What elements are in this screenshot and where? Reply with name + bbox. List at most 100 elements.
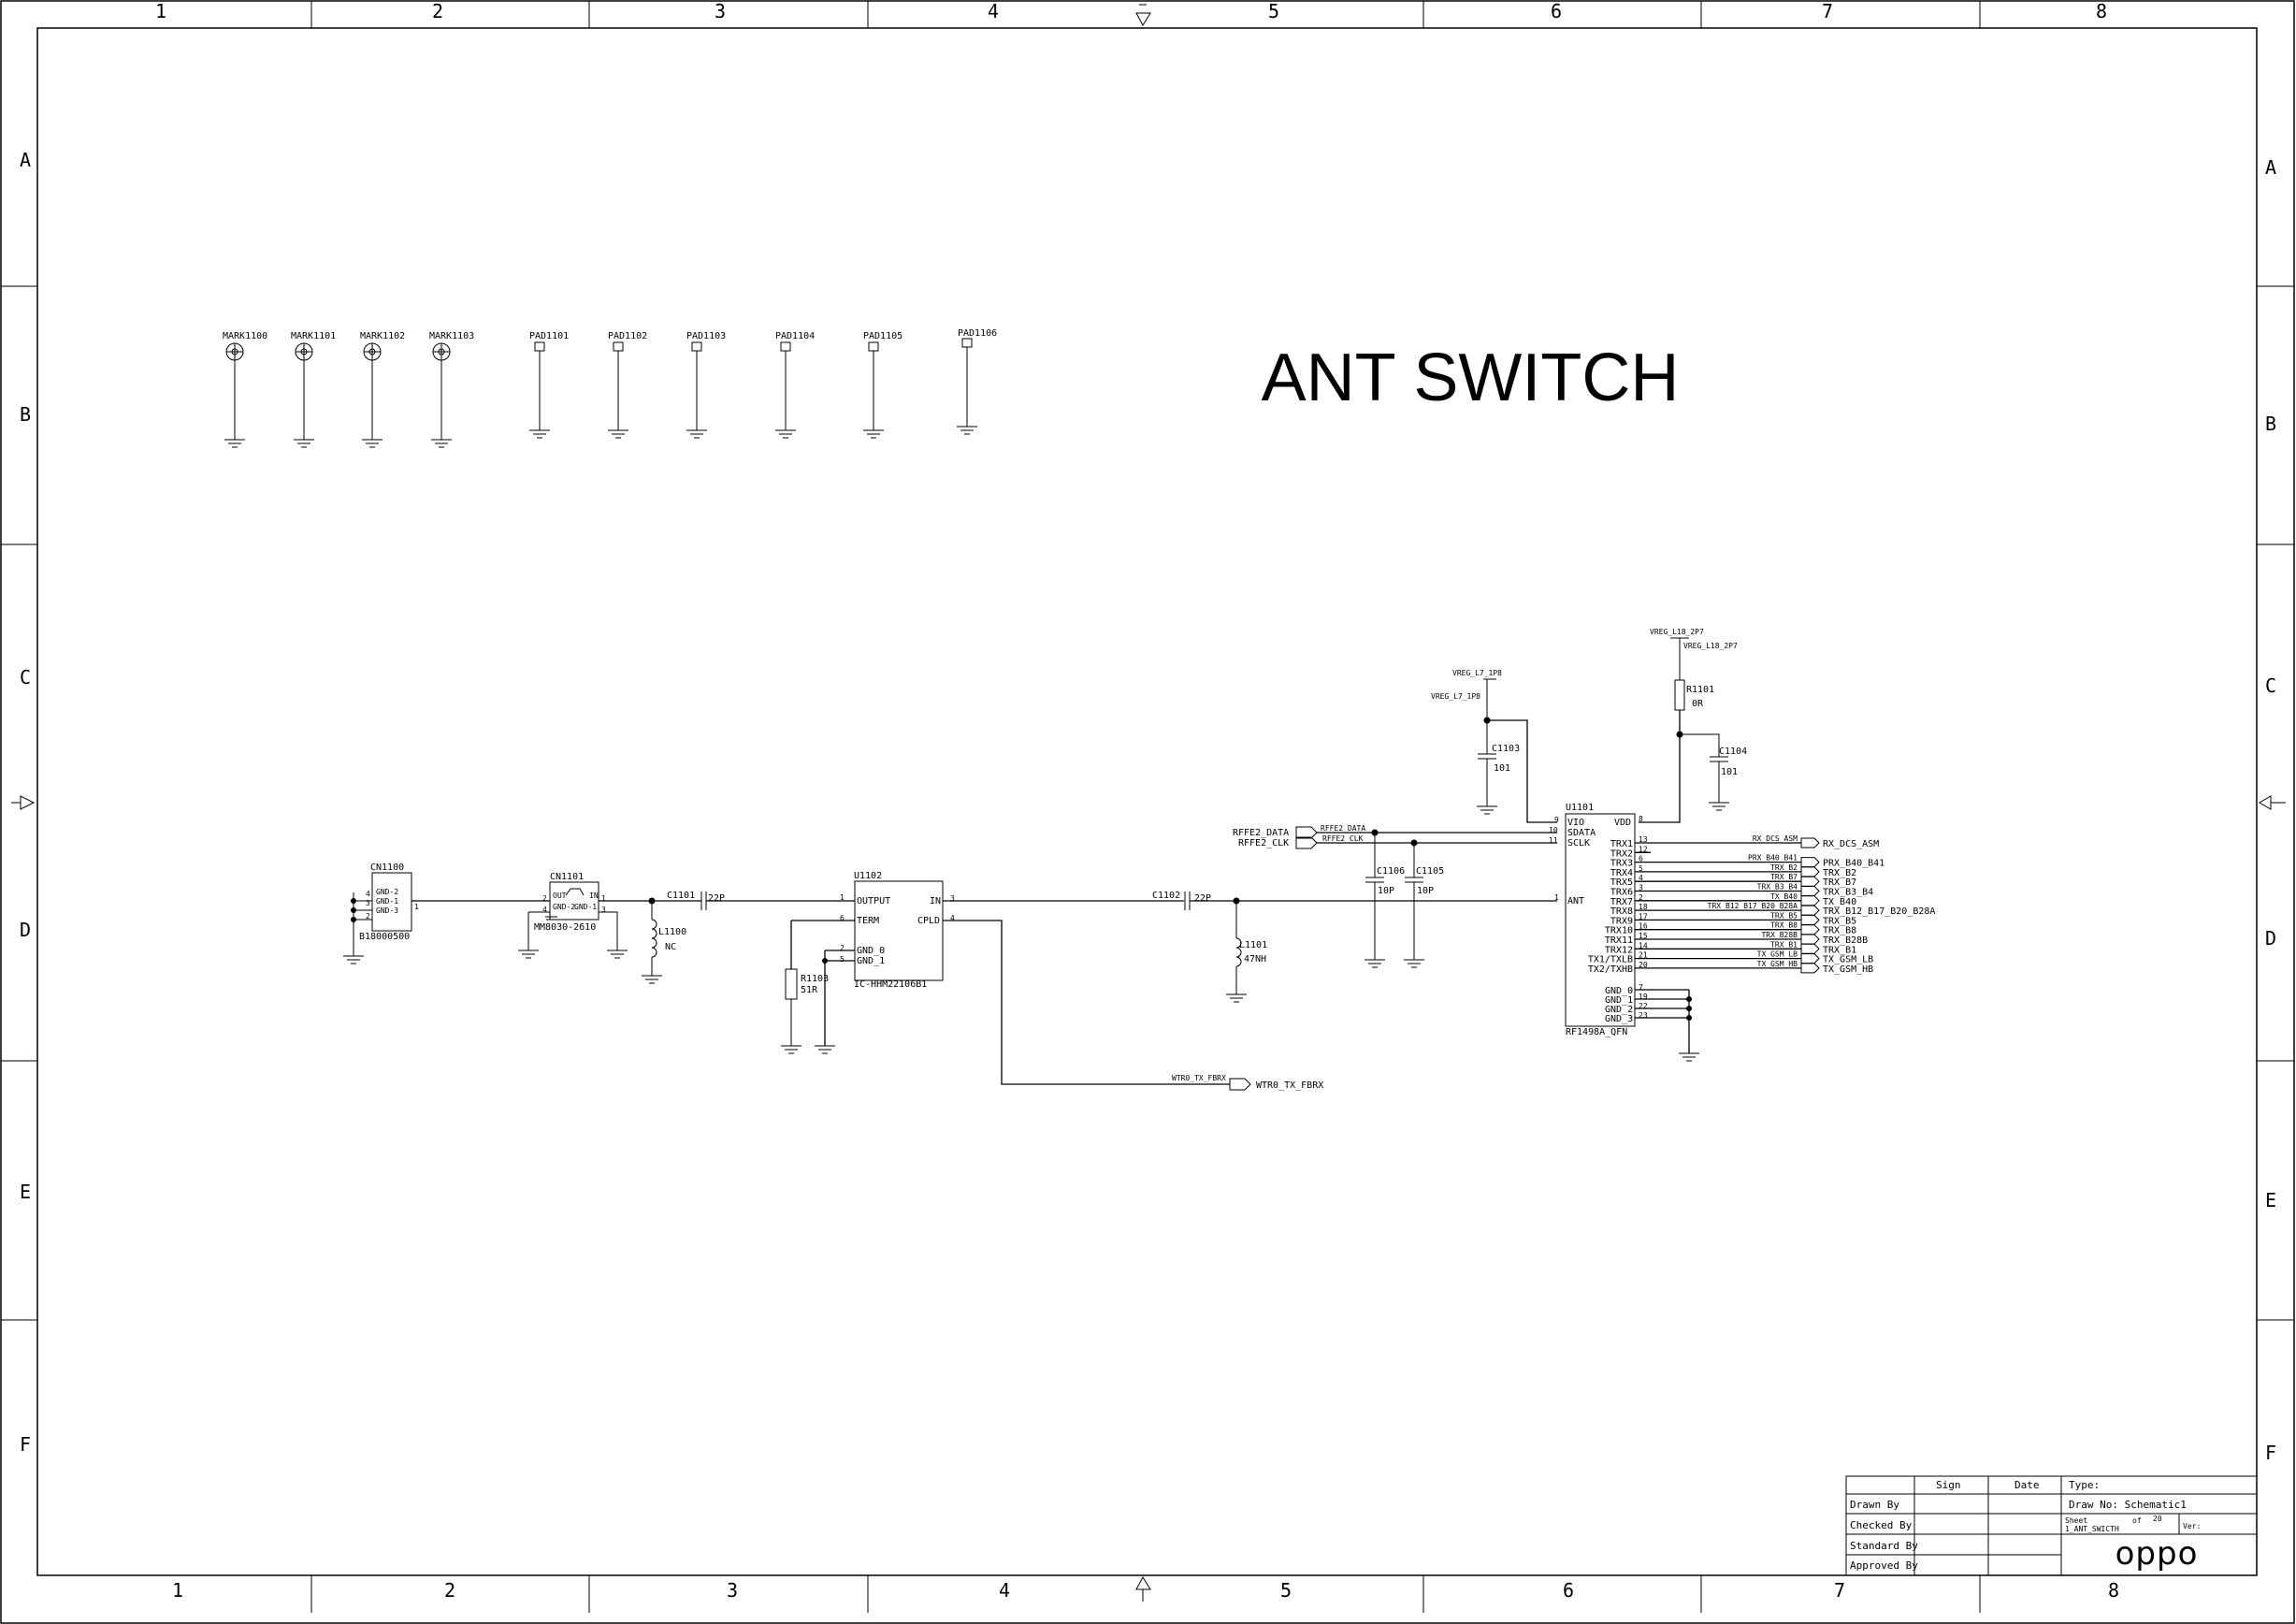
svg-text:4: 4 [950,914,955,922]
port-symbol [1800,953,1820,964]
trx-port-label: TX_B40 [1823,897,1856,907]
zone-row-left: F [20,1433,31,1456]
u1101-pin-number: 12 [1639,845,1648,853]
u1101-pin-name: TRX12 [1605,945,1633,955]
svg-text:VDD: VDD [1614,818,1631,828]
fiducial-mark: MARK1101 [291,331,336,448]
trx-port-label: TRX_B3_B4 [1823,888,1873,898]
zone-row-left: D [20,919,31,941]
svg-text:VIO: VIO [1567,818,1584,828]
trx-port-label: TRX_B28B [1823,935,1868,946]
port-symbol [1800,876,1820,887]
trx-port-label: TX_GSM_HB [1823,964,1873,975]
svg-text:101: 101 [1721,767,1738,777]
trx-port-label: TRX_B2 [1823,868,1856,878]
svg-text:PAD1102: PAD1102 [608,331,647,341]
port-symbol [1800,886,1820,896]
svg-text:5: 5 [840,955,845,964]
u1101-pin-name: TRX1 [1610,839,1633,849]
svg-text:CN1101: CN1101 [550,872,584,882]
svg-text:MM8030-2610: MM8030-2610 [534,922,596,933]
u1101-pin-number: 18 [1639,903,1648,911]
svg-text:Standard By: Standard By [1850,1540,1918,1552]
trx-net-label: PRX_B40_B41 [1748,854,1798,863]
port-symbol [1800,837,1820,848]
port-symbol [1800,895,1820,906]
svg-text:Checked By: Checked By [1850,1519,1913,1531]
svg-text:GND-3: GND-3 [376,906,398,915]
svg-text:of: of [2132,1516,2142,1525]
port-wtr0-tx-fbrx: WTR0_TX_FBRX WTR0_TX_FBRX [1172,1074,1323,1091]
zone-row-right: C [2265,674,2276,697]
u1101-pin-name: TRX6 [1610,888,1633,898]
trx-net-label: TRX_B2 [1770,863,1798,872]
u1101-pin-number: 2 [1639,893,1643,902]
svg-text:GND-1: GND-1 [574,903,597,911]
svg-text:PAD1104: PAD1104 [775,331,815,341]
svg-text:4: 4 [366,890,370,898]
zone-col-top: 6 [1551,0,1562,22]
port-symbol [1800,857,1820,868]
svg-text:2: 2 [366,912,370,921]
svg-text:U1101: U1101 [1566,803,1594,813]
zone-labels-left: A B C D E F [20,149,31,1456]
svg-text:RFFE2_CLK: RFFE2_CLK [1238,838,1289,848]
svg-text:GND-1: GND-1 [376,897,398,906]
svg-text:C1101: C1101 [667,891,695,901]
page-title: ANT SWITCH [1262,341,1680,415]
port-symbol [1800,924,1820,935]
inductor-l1100: L1100 NC [642,901,686,984]
trx-port-label: TRX_B8 [1823,926,1856,936]
svg-text:MARK1101: MARK1101 [291,331,336,341]
svg-text:PAD1101: PAD1101 [529,331,569,341]
u1101-pin-name: TRX2 [1610,848,1633,859]
svg-text:Type:: Type: [2069,1479,2100,1491]
svg-text:B18000500: B18000500 [359,932,410,942]
u1101-pin-number: 4 [1639,874,1643,882]
svg-text:Ver:: Ver: [2183,1522,2201,1530]
zone-row-right: E [2265,1189,2276,1211]
svg-text:C1105: C1105 [1416,866,1444,877]
u1101-pin-name: TRX5 [1610,877,1633,888]
svg-text:C1103: C1103 [1492,744,1520,754]
trx-net-label: TX_B40 [1770,892,1798,901]
zone-row-right: D [2265,927,2276,950]
svg-text:22: 22 [1639,1002,1648,1010]
test-pad: PAD1106 [957,328,997,435]
svg-text:IN: IN [589,892,599,900]
u1101-pin-number: 14 [1639,941,1648,950]
trx-port-label: TRX_B12_B17_B20_B28A [1823,906,1935,917]
fiducial-mark: MARK1103 [429,331,474,448]
svg-text:1: 1 [1554,893,1559,902]
svg-text:SCLK: SCLK [1567,838,1590,848]
svg-text:MARK1102: MARK1102 [360,331,405,341]
svg-text:4: 4 [542,906,547,914]
svg-text:22P: 22P [1194,893,1211,904]
svg-text:RFFE2_CLK: RFFE2_CLK [1322,834,1364,843]
svg-text:1_ANT_SWICTH: 1_ANT_SWICTH [2065,1525,2119,1533]
u1101-pin-name: TRX7 [1610,897,1633,907]
zone-col-bottom: 7 [1834,1579,1845,1602]
zone-col-top: 1 [155,0,166,22]
oppo-logo: oppo [2115,1535,2199,1573]
capacitor-c1103: C1103 101 [1477,744,1520,815]
trx-port-label: RX_DCS_ASM [1823,839,1879,849]
svg-text:GND-2: GND-2 [376,888,398,896]
zone-labels-bottom: 1 2 3 4 5 6 7 8 [172,1579,2119,1602]
svg-text:3: 3 [950,894,955,903]
zone-row-left: B [20,403,31,426]
u1101-gnd-pins: GND_0 GND_1 GND_2 GND_3 7 19 22 23 [1605,983,1699,1062]
svg-text:CN1100: CN1100 [370,863,404,873]
zone-col-bottom: 5 [1280,1579,1292,1602]
svg-text:Sheet: Sheet [2065,1516,2087,1525]
trx-port-label: TRX_B5 [1823,916,1856,926]
svg-text:1: 1 [601,894,606,903]
test-pad: PAD1102 [608,331,647,439]
svg-text:3: 3 [366,899,370,907]
capacitor-c1106: C1106 10P [1365,833,1405,968]
svg-text:Drawn By: Drawn By [1850,1499,1899,1511]
trx-net-label: TX_GSM_LB [1757,950,1798,959]
svg-text:OUT: OUT [553,892,567,900]
